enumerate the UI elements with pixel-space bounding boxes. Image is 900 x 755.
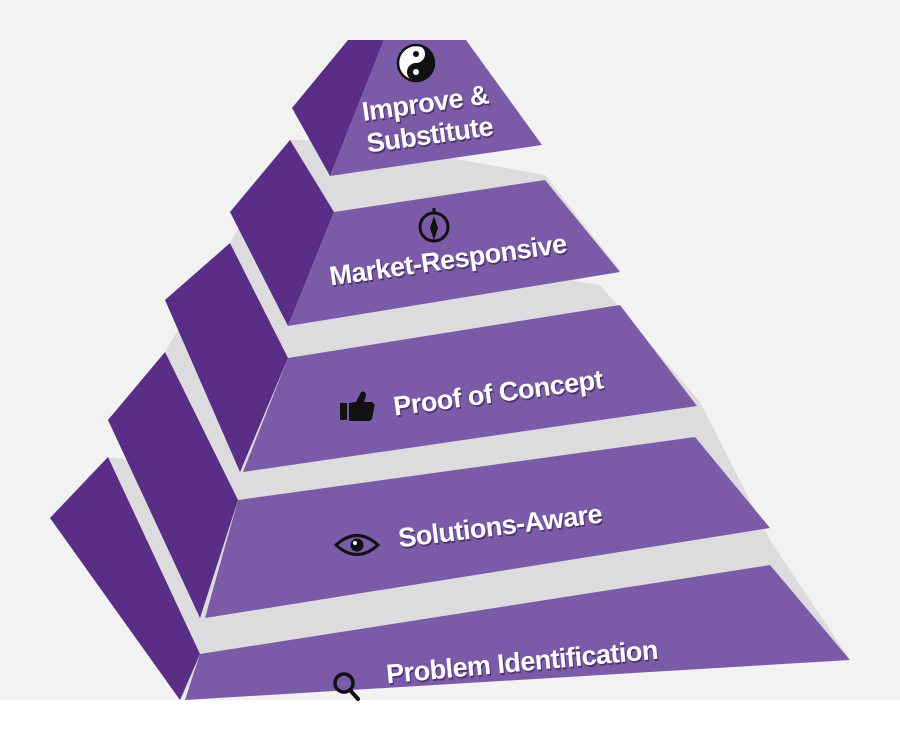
side-face: [108, 352, 238, 618]
front-face: [185, 565, 850, 700]
yin-yang-icon: [396, 43, 436, 83]
tier-improve-substitute: Improve & Improve & Substitute Substitut…: [292, 40, 542, 176]
side-face: [165, 243, 288, 472]
compass-icon: [418, 208, 450, 243]
tier-problem-identification: Problem Identification Problem Identific…: [50, 457, 850, 701]
side-face: [230, 140, 334, 326]
front-face: [330, 40, 542, 176]
front-face: [243, 305, 697, 472]
side-face: [292, 40, 384, 176]
side-face: [50, 457, 200, 700]
front-face: [288, 180, 620, 326]
front-face: [205, 437, 770, 618]
thumbs-up-icon: [340, 391, 375, 421]
eye-icon: [333, 534, 381, 556]
tier-market-responsive: Market-Responsive Market-Responsive: [230, 140, 620, 345]
magnifier-icon: [333, 672, 360, 701]
